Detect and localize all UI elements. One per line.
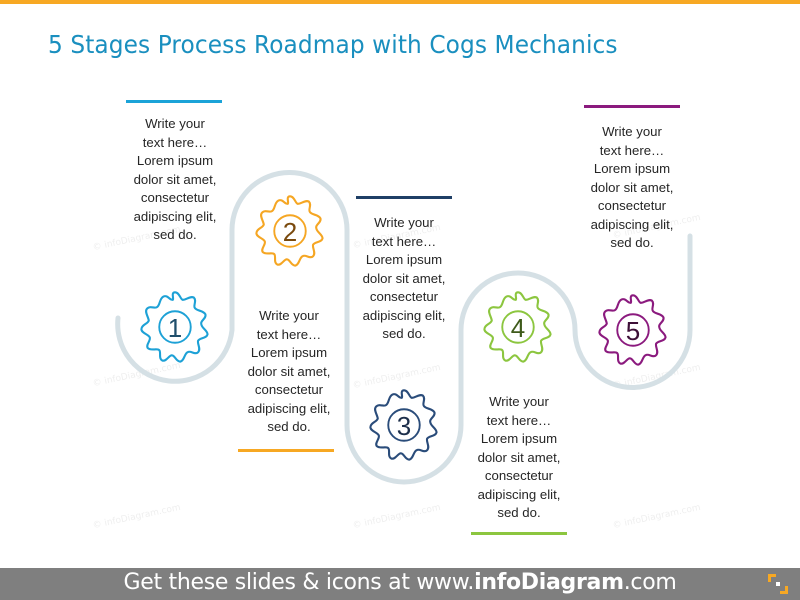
- stage-5-accent-bar: [584, 105, 680, 108]
- stage-number-2: 2: [283, 217, 297, 247]
- text-line: text here…: [256, 326, 322, 342]
- stage-3-accent-bar: [356, 196, 452, 199]
- text-line: consectetur: [140, 190, 210, 205]
- text-line: sed do.: [497, 505, 541, 520]
- stage-1-accent-bar: [126, 100, 222, 103]
- promo-brand: infoDiagram: [474, 570, 624, 595]
- text-line: text here…: [371, 233, 437, 249]
- stage-2-accent-bar: [238, 449, 334, 452]
- text-line: dolor sit amet,: [362, 270, 446, 286]
- text-line: Lorem ipsum: [136, 153, 214, 168]
- text-line: Lorem ipsum: [593, 161, 671, 176]
- gear-icon-5: [598, 294, 667, 366]
- text-line: sed do.: [382, 326, 426, 341]
- promo-banner: Get these slides & icons at www.infoDiag…: [0, 568, 800, 600]
- text-line: consectetur: [484, 468, 554, 483]
- top-accent-band: [0, 0, 800, 4]
- stage-4-accent-bar: [471, 532, 567, 535]
- gear-icon-3: [369, 389, 438, 461]
- text-line: Write your: [489, 394, 549, 409]
- text-line: adipiscing elit,: [477, 486, 561, 502]
- infodiagram-logo-icon: [768, 574, 788, 594]
- text-line: sed do.: [153, 227, 197, 242]
- page-title: 5 Stages Process Roadmap with Cogs Mecha…: [48, 30, 618, 59]
- text-line: Lorem ipsum: [250, 345, 328, 360]
- stage-number-4: 4: [511, 313, 525, 343]
- stage-2-description: Write your text here… Lorem ipsum dolor …: [229, 307, 349, 437]
- text-line: dolor sit amet,: [590, 179, 674, 195]
- stage-number-5: 5: [626, 316, 640, 346]
- text-line: Write your: [145, 116, 205, 131]
- text-line: text here…: [599, 142, 665, 158]
- text-line: dolor sit amet,: [133, 171, 217, 187]
- text-line: text here…: [486, 412, 552, 428]
- text-line: text here…: [142, 134, 208, 150]
- text-line: dolor sit amet,: [247, 363, 331, 379]
- text-line: adipiscing elit,: [362, 307, 446, 323]
- stage-number-3: 3: [397, 411, 411, 441]
- text-line: sed do.: [610, 235, 654, 250]
- stage-4-description: Write your text here… Lorem ipsum dolor …: [459, 393, 579, 523]
- gear-icon-2: [255, 195, 324, 267]
- text-line: consectetur: [597, 198, 667, 213]
- text-line: consectetur: [254, 382, 324, 397]
- text-line: sed do.: [267, 419, 311, 434]
- stage-1-description: Write your text here… Lorem ipsum dolor …: [115, 115, 235, 245]
- text-line: consectetur: [369, 289, 439, 304]
- text-line: adipiscing elit,: [247, 400, 331, 416]
- text-line: adipiscing elit,: [590, 216, 674, 232]
- text-line: dolor sit amet,: [477, 449, 561, 465]
- text-line: Lorem ipsum: [365, 252, 443, 267]
- gear-icon-4: [483, 291, 552, 363]
- text-line: adipiscing elit,: [133, 208, 217, 224]
- stage-number-1: 1: [168, 313, 182, 343]
- gear-icon-1: [140, 291, 209, 363]
- text-line: Lorem ipsum: [480, 431, 558, 446]
- promo-suffix: .com: [623, 570, 677, 595]
- text-line: Write your: [602, 124, 662, 139]
- promo-prefix: Get these slides & icons at www.: [123, 570, 475, 595]
- process-path: [115, 170, 693, 485]
- stage-5-description: Write your text here… Lorem ipsum dolor …: [572, 123, 692, 253]
- stage-3-description: Write your text here… Lorem ipsum dolor …: [344, 214, 464, 344]
- text-line: Write your: [259, 308, 319, 323]
- text-line: Write your: [374, 215, 434, 230]
- promo-link[interactable]: Get these slides & icons at www.infoDiag…: [0, 570, 800, 595]
